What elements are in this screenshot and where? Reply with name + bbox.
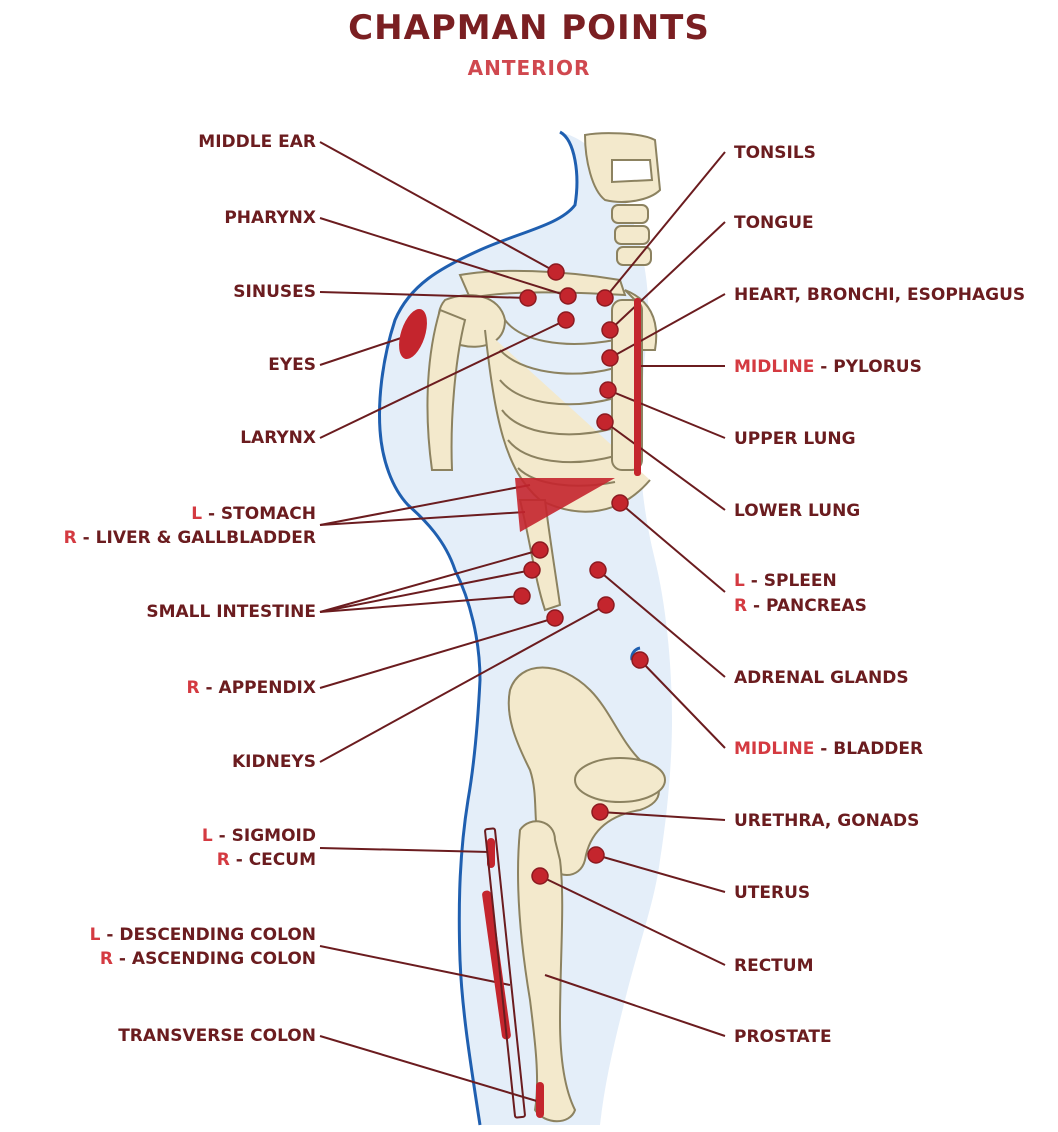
label-adrenal: ADRENAL GLANDS: [734, 667, 909, 689]
label-sinuses: SINUSES: [233, 281, 316, 303]
label-tonsils: TONSILS: [734, 142, 816, 164]
label-cecum: R - CECUM: [217, 849, 316, 871]
label-appendix: R - APPENDIX: [187, 677, 316, 699]
point-small-intestine-3: [514, 588, 530, 604]
label-pylorus: MIDLINE - PYLORUS: [734, 356, 922, 378]
point-kidneys: [598, 597, 614, 613]
label-rectum: RECTUM: [734, 955, 814, 977]
label-urethra: URETHRA, GONADS: [734, 810, 919, 832]
label-middle-ear: MIDDLE EAR: [198, 131, 316, 153]
point-small-intestine-2: [524, 562, 540, 578]
label-bladder: MIDLINE - BLADDER: [734, 738, 923, 760]
point-uterus: [588, 847, 604, 863]
point-urethra: [592, 804, 608, 820]
label-ascending-colon: R - ASCENDING COLON: [100, 948, 316, 970]
label-upper-lung: UPPER LUNG: [734, 428, 856, 450]
point-tongue: [602, 322, 618, 338]
label-prostate: PROSTATE: [734, 1026, 832, 1048]
point-tonsils: [597, 290, 613, 306]
label-stomach: L - STOMACH: [191, 503, 316, 525]
pylorus-midline: [634, 298, 641, 476]
point-middle-ear: [548, 264, 564, 280]
point-pharynx: [560, 288, 576, 304]
label-tongue: TONGUE: [734, 212, 814, 234]
label-kidneys: KIDNEYS: [232, 751, 316, 773]
label-heart: HEART, BRONCHI, ESOPHAGUS: [734, 284, 1025, 306]
label-eyes: EYES: [268, 354, 316, 376]
label-transverse-colon: TRANSVERSE COLON: [118, 1025, 316, 1047]
point-lower-lung: [597, 414, 613, 430]
label-uterus: UTERUS: [734, 882, 810, 904]
cervical-spine: [612, 205, 651, 265]
label-spleen: L - SPLEEN: [734, 570, 837, 592]
point-heart: [602, 350, 618, 366]
label-larynx: LARYNX: [240, 427, 316, 449]
point-upper-lung: [600, 382, 616, 398]
label-sigmoid: L - SIGMOID: [202, 825, 316, 847]
label-pharynx: PHARYNX: [224, 207, 316, 229]
label-liver: R - LIVER & GALLBLADDER: [64, 527, 316, 549]
label-descending-colon: L - DESCENDING COLON: [90, 924, 316, 946]
label-lower-lung: LOWER LUNG: [734, 500, 860, 522]
point-spleen: [612, 495, 628, 511]
point-sinuses: [520, 290, 536, 306]
point-bladder: [632, 652, 648, 668]
point-appendix: [547, 610, 563, 626]
label-small-intestine: SMALL INTESTINE: [146, 601, 316, 623]
point-adrenal: [590, 562, 606, 578]
transverse-colon-strip: [536, 1082, 544, 1118]
point-rectum: [532, 868, 548, 884]
label-pancreas: R - PANCREAS: [734, 595, 867, 617]
point-small-intestine-1: [532, 542, 548, 558]
point-larynx: [558, 312, 574, 328]
